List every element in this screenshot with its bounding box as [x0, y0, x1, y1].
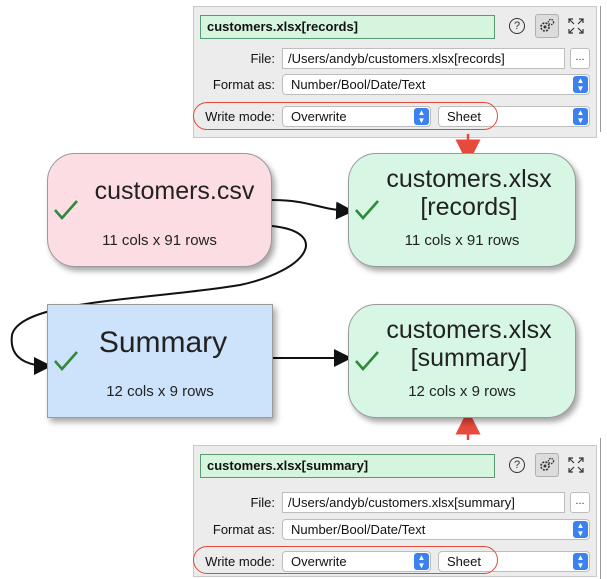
- node-title-line2: [records]: [420, 193, 518, 221]
- write-mode-label: Write mode:: [205, 554, 275, 569]
- panel-divider: [600, 438, 601, 579]
- chevron-updown-icon: ▲▼: [573, 108, 588, 125]
- expand-icon: [568, 18, 584, 34]
- expand-icon: [568, 457, 584, 473]
- chevron-updown-icon: ▲▼: [573, 76, 588, 93]
- write-target-select-value: Sheet: [447, 554, 481, 569]
- write-mode-select[interactable]: Overwrite ▲▼: [282, 551, 431, 572]
- checkmark-icon: [355, 200, 379, 220]
- panel-divider: [600, 6, 601, 132]
- file-path-input[interactable]: /Users/andyb/customers.xlsx[summary]: [282, 492, 565, 513]
- node-dimensions: 11 cols x 91 rows: [404, 232, 520, 249]
- chevron-updown-icon: ▲▼: [414, 108, 429, 125]
- gear-icon: [540, 457, 555, 471]
- chevron-updown-icon: ▲▼: [414, 553, 429, 570]
- format-select[interactable]: Number/Bool/Date/Text ▲▼: [282, 74, 590, 95]
- file-label: File:: [250, 51, 275, 66]
- node-title-line1: customers.xlsx: [386, 316, 552, 344]
- node-dimensions: 12 cols x 9 rows: [408, 383, 516, 400]
- help-button[interactable]: ?: [505, 14, 529, 38]
- help-icon: ?: [509, 457, 525, 473]
- write-mode-select-value: Overwrite: [291, 554, 347, 569]
- node-customers-csv[interactable]: customers.csv 11 cols x 91 rows: [47, 153, 272, 267]
- settings-button[interactable]: [535, 453, 559, 477]
- node-title-line2: [summary]: [410, 344, 528, 372]
- help-button[interactable]: ?: [505, 453, 529, 477]
- write-target-select[interactable]: Sheet ▲▼: [438, 551, 590, 572]
- node-dimensions: 12 cols x 9 rows: [106, 383, 214, 400]
- browse-button[interactable]: ...: [570, 48, 590, 69]
- node-name-field[interactable]: customers.xlsx[summary]: [200, 454, 495, 478]
- maximize-button[interactable]: [564, 453, 588, 477]
- file-path-input[interactable]: /Users/andyb/customers.xlsx[records]: [282, 48, 565, 69]
- write-mode-select[interactable]: Overwrite ▲▼: [282, 106, 431, 127]
- bottom-properties-panel: customers.xlsx[summary] ? File: /Users/a…: [193, 445, 597, 577]
- chevron-updown-icon: ▲▼: [573, 521, 588, 538]
- maximize-button[interactable]: [564, 14, 588, 38]
- checkmark-icon: [355, 351, 379, 371]
- settings-button[interactable]: [535, 14, 559, 38]
- node-customers-xlsx-records[interactable]: customers.xlsx [records] 11 cols x 91 ro…: [348, 153, 576, 267]
- node-title: Summary: [98, 326, 228, 359]
- connector-csv-to-records: [271, 199, 354, 220]
- chevron-updown-icon: ▲▼: [573, 553, 588, 570]
- format-select[interactable]: Number/Bool/Date/Text ▲▼: [282, 519, 590, 540]
- gear-icon: [540, 18, 555, 32]
- checkmark-icon: [54, 351, 78, 371]
- top-properties-panel: customers.xlsx[records] ? File: /Users/a…: [193, 6, 597, 138]
- write-target-select-value: Sheet: [447, 109, 481, 124]
- checkmark-icon: [54, 200, 78, 220]
- node-name-field[interactable]: customers.xlsx[records]: [200, 15, 495, 39]
- file-label: File:: [250, 495, 275, 510]
- format-label: Format as:: [212, 77, 275, 92]
- browse-button[interactable]: ...: [570, 492, 590, 513]
- node-dimensions: 11 cols x 91 rows: [102, 232, 217, 249]
- node-title: customers.csv: [94, 177, 255, 205]
- help-icon: ?: [509, 18, 525, 34]
- connector-csv-to-summary: [10, 225, 307, 375]
- write-mode-select-value: Overwrite: [291, 109, 347, 124]
- node-customers-xlsx-summary[interactable]: customers.xlsx [summary] 12 cols x 9 row…: [348, 304, 576, 418]
- format-select-value: Number/Bool/Date/Text: [291, 77, 426, 92]
- node-title-line1: customers.xlsx: [386, 165, 552, 193]
- format-label: Format as:: [212, 522, 275, 537]
- write-target-select[interactable]: Sheet ▲▼: [438, 106, 590, 127]
- node-summary[interactable]: Summary 12 cols x 9 rows: [47, 304, 273, 418]
- format-select-value: Number/Bool/Date/Text: [291, 522, 426, 537]
- write-mode-label: Write mode:: [205, 109, 275, 124]
